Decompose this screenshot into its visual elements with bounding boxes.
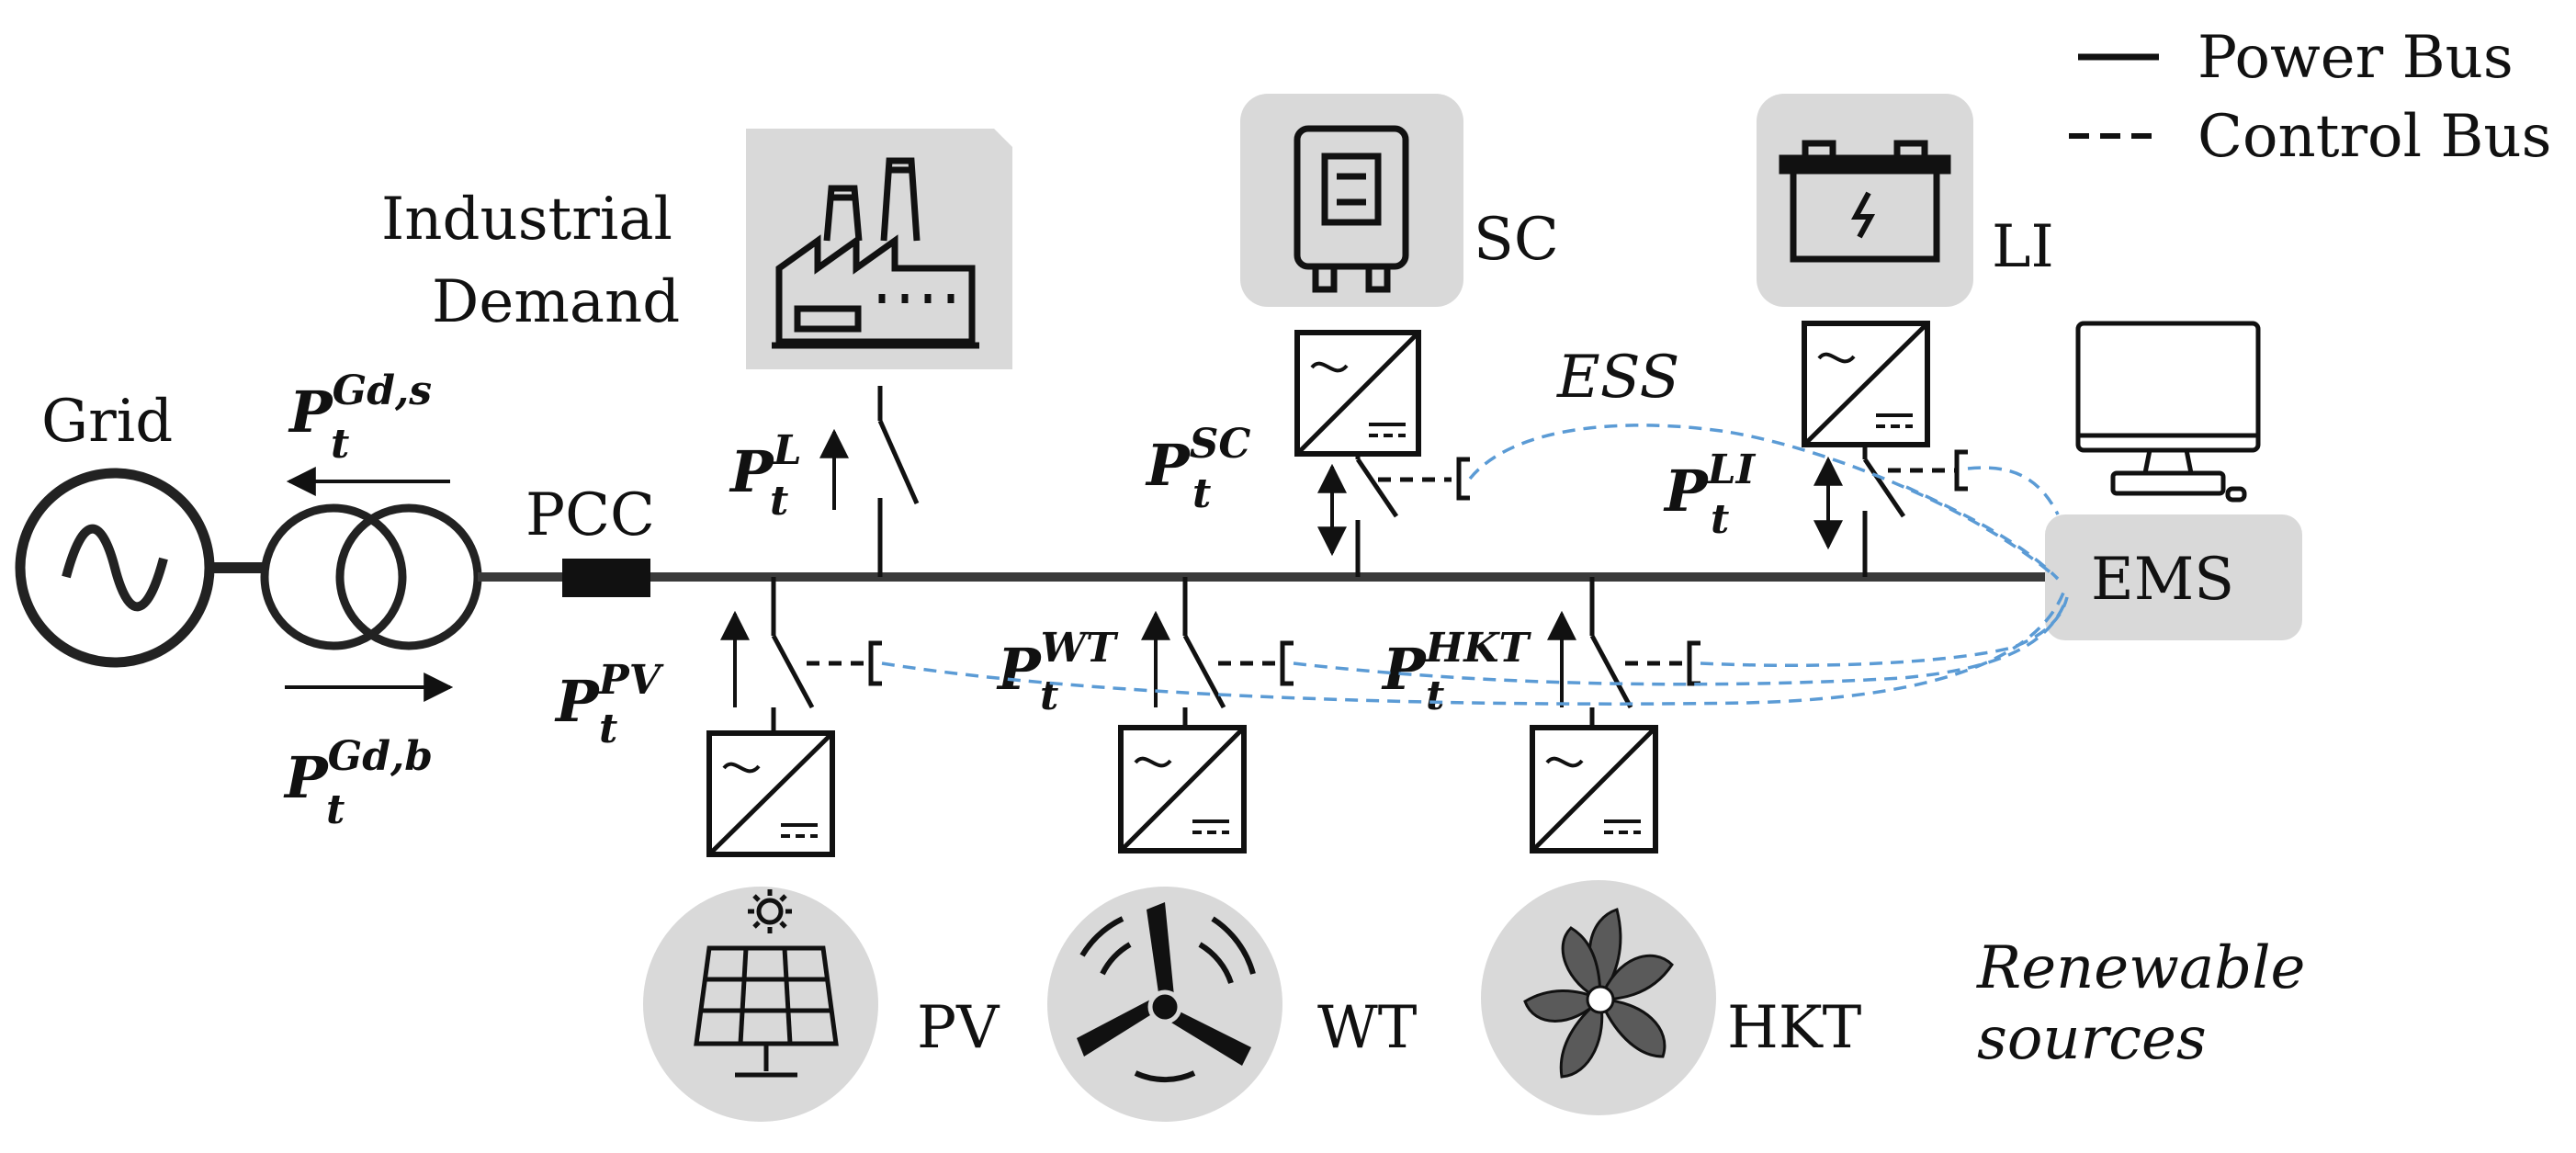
industrial-label-line2: Demand xyxy=(432,268,680,336)
control-line-pv xyxy=(881,587,2067,706)
wt-label: WT xyxy=(1317,994,1418,1062)
renewable-label-line2: sources xyxy=(1977,1005,2207,1073)
li-switch xyxy=(1862,445,1906,577)
sc-unit: SC xyxy=(1240,94,1559,307)
industrial-demand: Industrial Demand xyxy=(381,129,1012,369)
li-label: LI xyxy=(1992,213,2054,281)
hkt-converter xyxy=(1530,725,1658,853)
grid-source: Grid xyxy=(15,388,215,668)
battery-icon xyxy=(1779,140,1951,263)
ems-label: EMS xyxy=(2091,546,2234,614)
ems-box xyxy=(2045,514,2302,640)
pv-sub: t xyxy=(599,706,617,752)
pcc-breaker xyxy=(562,559,650,597)
hydrokinetic-turbine-icon xyxy=(1523,908,1674,1079)
control-line-li-b xyxy=(1905,485,2060,581)
load-sub: t xyxy=(770,478,788,525)
solar-panel-icon xyxy=(694,889,839,1078)
hkt-label: HKT xyxy=(1727,994,1862,1062)
sc-control-port xyxy=(1456,457,1470,501)
sine-wave xyxy=(62,524,168,612)
grid-buy-sub: t xyxy=(326,786,345,833)
wt-flow: PWT xyxy=(996,625,1119,703)
pv-icon-bg xyxy=(643,887,878,1122)
computer-monitor-icon xyxy=(2075,321,2261,503)
renewable-label-line1: Renewable xyxy=(1976,934,2305,1002)
grid-buy-flow: PGd,b xyxy=(283,733,433,811)
grid-label: Grid xyxy=(41,388,173,456)
grid-sell-sub: t xyxy=(331,421,349,468)
pv-converter xyxy=(706,730,835,857)
sc-label: SC xyxy=(1474,206,1559,274)
pv-label: PV xyxy=(917,994,1000,1062)
control-bus xyxy=(881,424,2069,706)
li-flow: PLI xyxy=(1663,447,1757,525)
control-line-li-a xyxy=(1967,466,2060,515)
legend: Power Bus Control Bus xyxy=(2069,24,2551,171)
hkt-control-port xyxy=(1687,640,1700,686)
li-control-port xyxy=(1954,449,1968,492)
li-converter xyxy=(1802,321,1930,447)
control-line-hkt xyxy=(1700,596,2069,668)
pv-flow: PPV xyxy=(554,657,664,735)
sc-converter xyxy=(1294,330,1421,457)
control-line-sc xyxy=(1468,424,2060,581)
li-sub: t xyxy=(1711,496,1729,543)
transformer-icon xyxy=(260,503,482,650)
pv-control-port xyxy=(868,640,882,686)
grid-sell-flow: PGd,s xyxy=(288,367,432,446)
hkt-switch xyxy=(1589,577,1633,730)
pv-switch xyxy=(771,577,815,730)
industrial-label-line1: Industrial xyxy=(381,186,672,254)
legend-control-bus-label: Control Bus xyxy=(2198,103,2551,171)
wt-converter xyxy=(1118,725,1247,853)
ess-label: ESS xyxy=(1556,344,1679,412)
pcc-label: PCC xyxy=(525,481,655,549)
ems-unit: EMS xyxy=(2045,321,2302,640)
wt-control-port xyxy=(1280,640,1294,686)
factory-icon xyxy=(772,157,979,349)
legend-power-bus-label: Power Bus xyxy=(2198,24,2514,92)
wind-turbine-icon xyxy=(1077,902,1256,1083)
load-flow: PL xyxy=(729,427,802,505)
hkt-flow: PHKT xyxy=(1381,625,1531,703)
load-switch xyxy=(877,386,920,577)
sc-sub: t xyxy=(1192,470,1211,517)
wt-switch xyxy=(1182,577,1226,730)
hkt-sub: t xyxy=(1426,673,1444,719)
sc-switch xyxy=(1355,454,1399,577)
li-unit: LI xyxy=(1757,94,2054,307)
wt-sub: t xyxy=(1040,673,1058,719)
supercapacitor-icon xyxy=(1294,125,1409,293)
sc-flow: PSC xyxy=(1145,421,1250,499)
